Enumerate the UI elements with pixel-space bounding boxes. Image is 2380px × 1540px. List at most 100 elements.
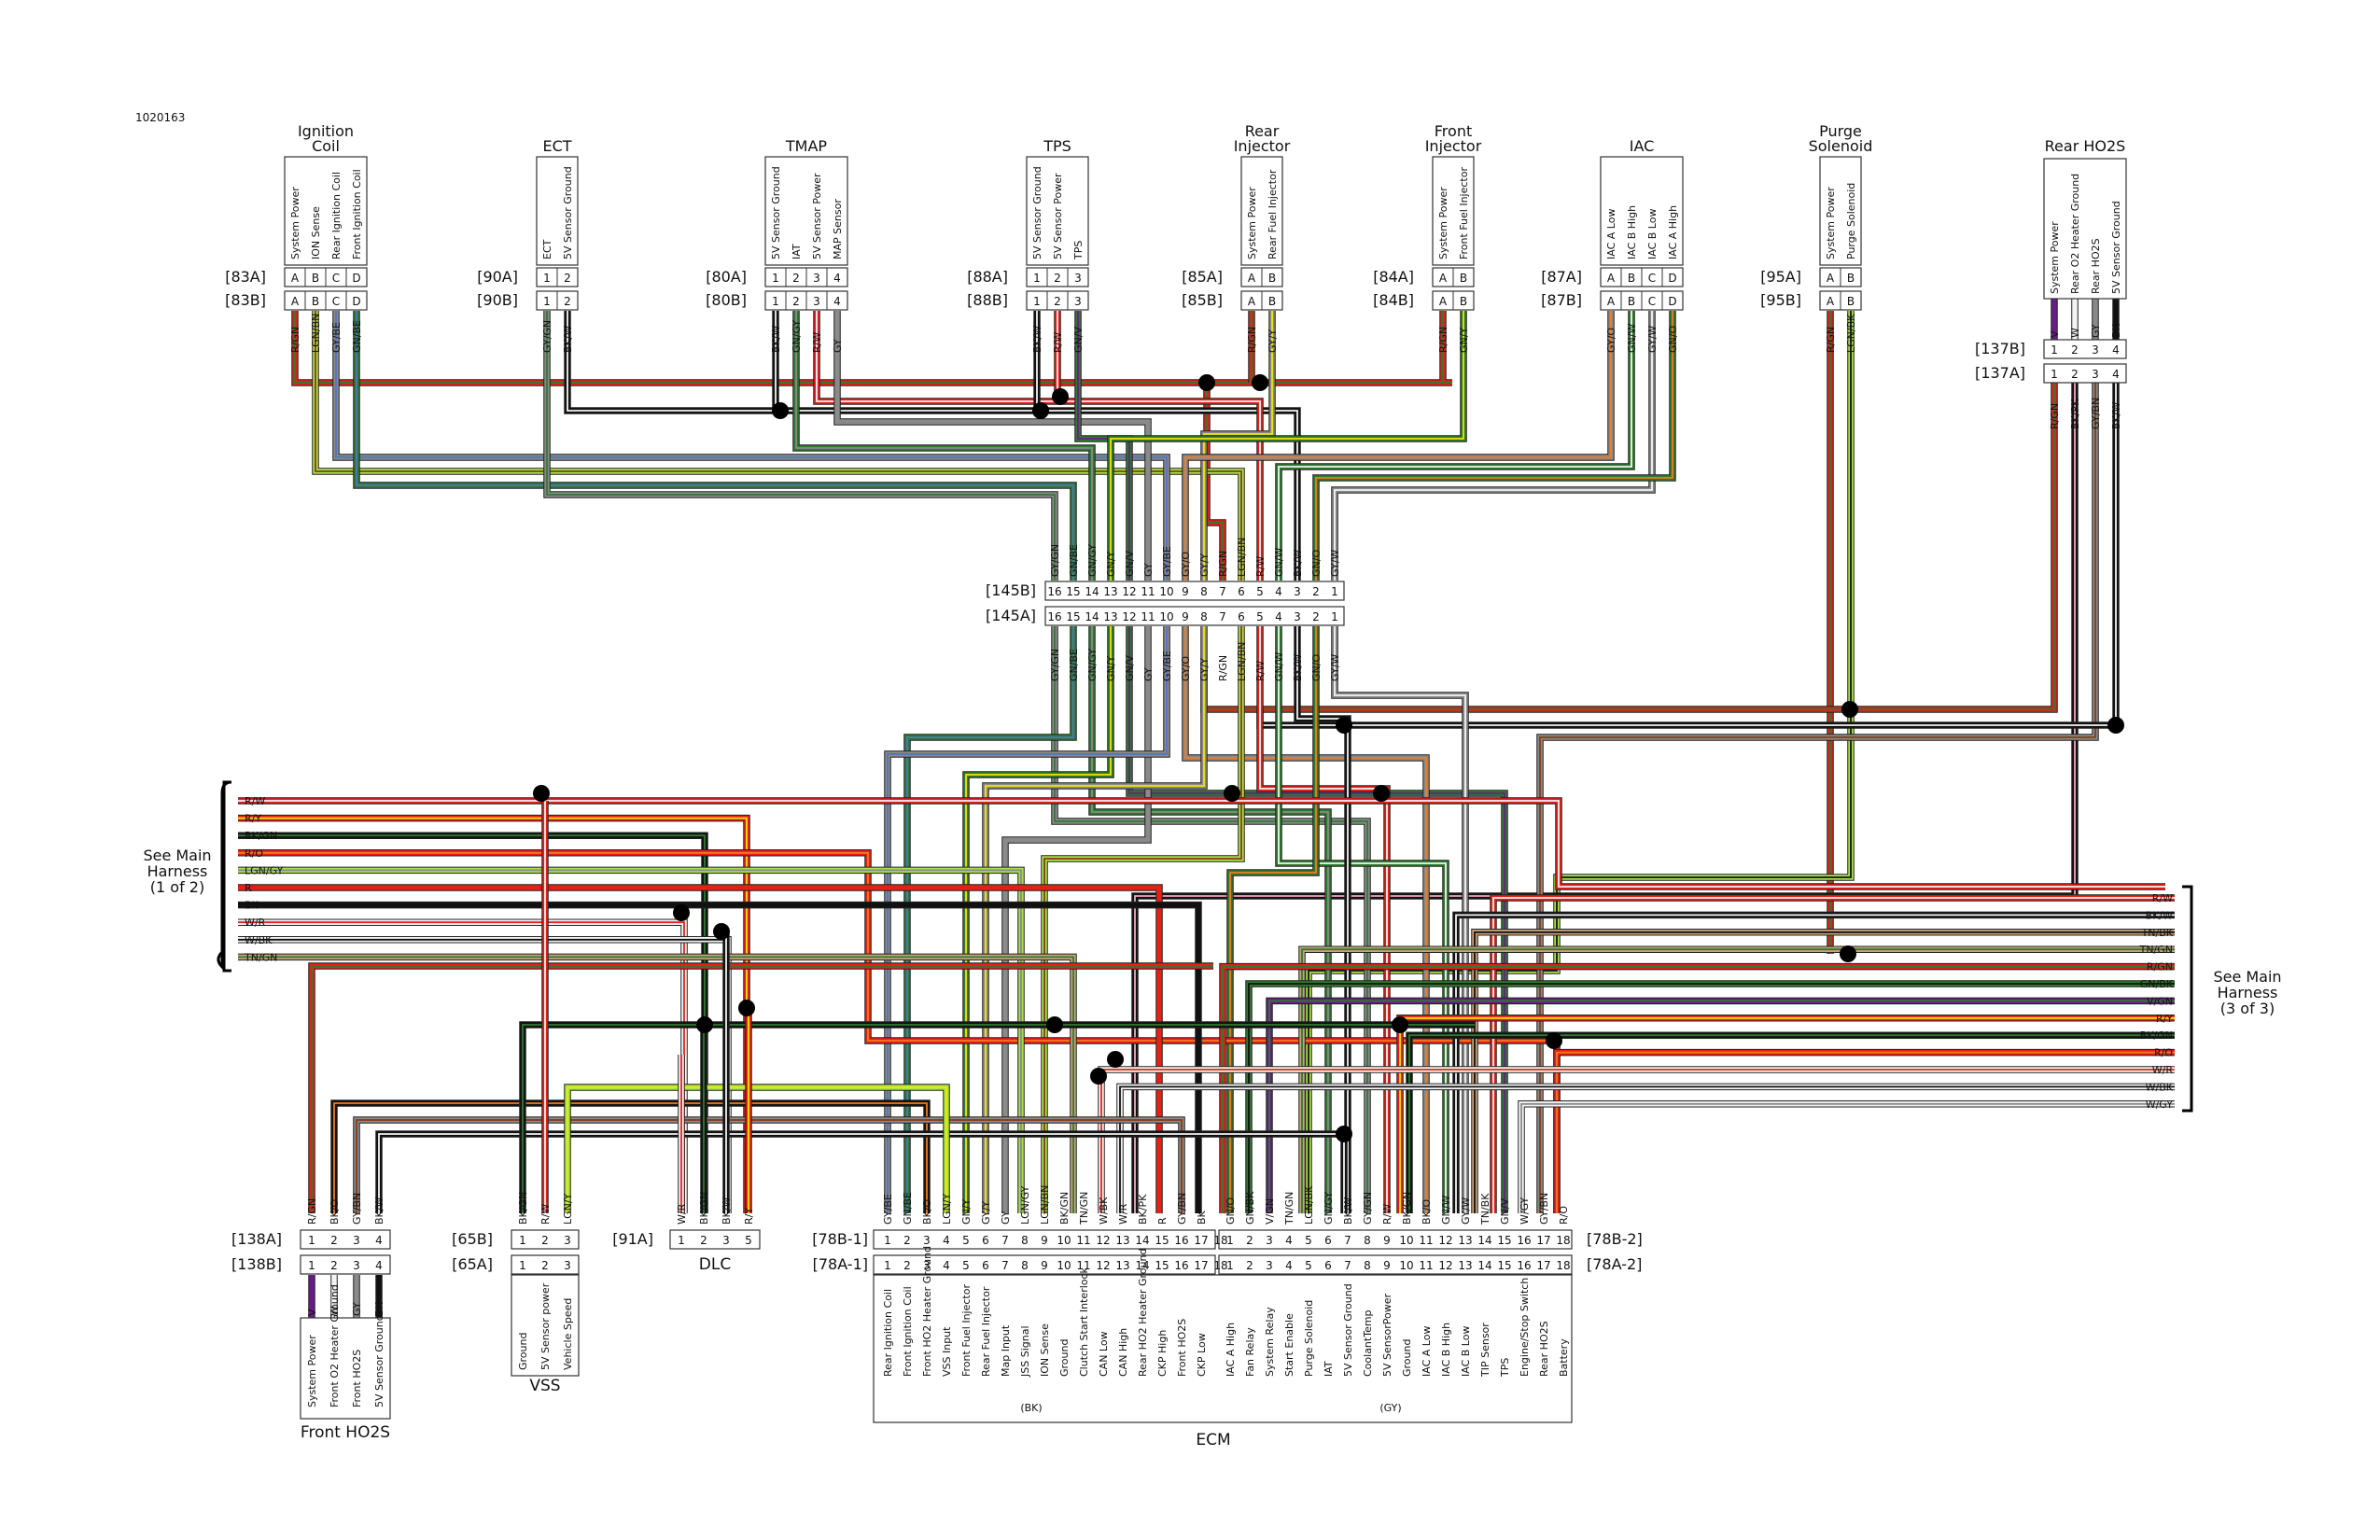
pin-label: IAT bbox=[1323, 1361, 1335, 1377]
wire-code: GY/W bbox=[1646, 326, 1659, 353]
splice-dot bbox=[738, 1000, 755, 1016]
wire-code: GY/BE bbox=[1161, 651, 1173, 681]
pin-label: TIP Sensor bbox=[1479, 1323, 1491, 1378]
wire-tracer bbox=[1334, 626, 1466, 1213]
wire-code: GY/BN bbox=[2090, 398, 2102, 429]
pin-id: 2 bbox=[1246, 1259, 1253, 1272]
pin-id: 11 bbox=[1076, 1234, 1090, 1247]
pin-id: 6 bbox=[982, 1234, 989, 1247]
pin-id: 3 bbox=[564, 1234, 571, 1247]
wire-tracer bbox=[1334, 355, 1653, 581]
wire-tracer bbox=[906, 626, 1074, 1213]
splice-dot bbox=[1224, 785, 1240, 802]
wire-code: V bbox=[306, 1309, 318, 1316]
connector-id: [78A-1] bbox=[813, 1255, 868, 1273]
wire-tracer bbox=[522, 1024, 1475, 1213]
splice-dot bbox=[1198, 374, 1215, 391]
pin-id: 9 bbox=[1041, 1234, 1048, 1247]
wire-code: GN/W bbox=[1273, 652, 1285, 681]
wire-bk bbox=[238, 901, 1202, 1213]
wire-code: R/W bbox=[1254, 661, 1267, 681]
wire-gy-be bbox=[332, 355, 1170, 581]
wire-tracer bbox=[985, 626, 1205, 1213]
wire-gn-be bbox=[903, 626, 1077, 1213]
pin-id: 4 bbox=[1275, 610, 1282, 623]
wire-code: R/O bbox=[1558, 1206, 1570, 1225]
pin-id: 2 bbox=[1246, 1234, 1253, 1247]
splice-dot bbox=[1841, 701, 1858, 718]
connector-id: [88A] bbox=[967, 268, 1008, 286]
wire-tracer bbox=[546, 355, 1056, 581]
pin-id: 1 bbox=[1033, 272, 1041, 285]
wire-lgn-bn bbox=[1041, 626, 1245, 1213]
wire-code: BK/O bbox=[921, 1199, 933, 1225]
wire-code: GY/GN bbox=[1049, 544, 1061, 577]
pin-id: 14 bbox=[1477, 1259, 1491, 1272]
pin-id: 2 bbox=[564, 295, 571, 308]
pin-label: Rear O2 Heater Ground bbox=[2069, 174, 2081, 294]
wire-tracer bbox=[1278, 355, 1632, 581]
wire-bk-gn bbox=[519, 1021, 1475, 1213]
pin-id: 7 bbox=[1344, 1259, 1351, 1272]
pin-id: 4 bbox=[2112, 368, 2120, 381]
pin-id: 3 bbox=[2092, 343, 2099, 357]
connector-id: [145A] bbox=[986, 607, 1036, 624]
wire-code: BK/O bbox=[329, 1199, 341, 1225]
wire-tn-bk bbox=[1471, 929, 2175, 1213]
wire-code: W/R bbox=[245, 917, 266, 929]
connector-id: [80B] bbox=[706, 291, 747, 309]
pin-id: 7 bbox=[1219, 610, 1226, 623]
pin-label: Rear Ignition Coil bbox=[882, 1289, 894, 1377]
wire-code: GY/Y bbox=[980, 1201, 992, 1225]
pin-id: 3 bbox=[2092, 368, 2099, 381]
component-body bbox=[1240, 156, 1283, 266]
pin-id: 2 bbox=[541, 1259, 549, 1272]
wire-outline bbox=[332, 355, 1170, 581]
right-harness-label: Harness bbox=[2218, 984, 2278, 1001]
pin-id: 1 bbox=[1226, 1234, 1234, 1247]
left-harness-label: (1 of 2) bbox=[150, 878, 204, 896]
wire-code: BK/W bbox=[770, 326, 782, 353]
pin-id: B bbox=[312, 295, 319, 308]
pin-id: 4 bbox=[943, 1259, 950, 1272]
wire-gn-gy bbox=[792, 355, 1096, 581]
pin-id: 5 bbox=[1256, 610, 1264, 623]
wire-tracer bbox=[1301, 948, 2175, 1213]
connector-id: [88B] bbox=[967, 291, 1008, 309]
wire-code: GY/W bbox=[1329, 654, 1341, 681]
wire-code: GY bbox=[1142, 667, 1155, 681]
wire-code: W/BK bbox=[245, 934, 273, 946]
wire-code: W/GY bbox=[1519, 1197, 1531, 1225]
pin-id: 11 bbox=[1076, 1259, 1090, 1272]
wire-gy-w bbox=[1331, 355, 1656, 581]
pin-label: ION Sense bbox=[310, 206, 322, 259]
pin-id: 1 bbox=[1033, 295, 1041, 308]
connector-id: [83A] bbox=[225, 268, 266, 286]
pin-id: 10 bbox=[1159, 610, 1173, 623]
wire-code: BK/W bbox=[2146, 909, 2173, 921]
connector-id: [65B] bbox=[452, 1230, 493, 1248]
wire-body bbox=[292, 355, 1452, 385]
pin-id: 12 bbox=[1438, 1259, 1452, 1272]
wire-gn-o bbox=[1312, 355, 1676, 581]
pin-label: IAC B Low bbox=[1460, 1326, 1472, 1377]
wire-tracer bbox=[1455, 914, 2175, 1213]
pin-id: 1 bbox=[1226, 1259, 1234, 1272]
wire-tracer bbox=[333, 1102, 928, 1213]
wire-outline bbox=[291, 355, 1452, 386]
pin-id: 9 bbox=[1383, 1259, 1391, 1272]
pin-id: 3 bbox=[923, 1259, 931, 1272]
pin-id: 4 bbox=[375, 1259, 383, 1272]
component-title: ECT bbox=[542, 137, 571, 155]
wire-code: GY/W bbox=[1329, 550, 1341, 577]
wire-code: GY/Y bbox=[1267, 329, 1279, 353]
wire-v-gn bbox=[1266, 997, 2175, 1213]
pin-id: 14 bbox=[1477, 1234, 1491, 1247]
pin-id: 3 bbox=[923, 1234, 931, 1247]
pin-label: Engine/Stop Switch bbox=[1519, 1278, 1531, 1377]
pin-id: 3 bbox=[1266, 1259, 1273, 1272]
pin-id: C bbox=[1648, 295, 1656, 308]
wire-tracer bbox=[238, 800, 2165, 888]
pin-id: 1 bbox=[308, 1259, 315, 1272]
pin-id: D bbox=[1668, 295, 1676, 308]
